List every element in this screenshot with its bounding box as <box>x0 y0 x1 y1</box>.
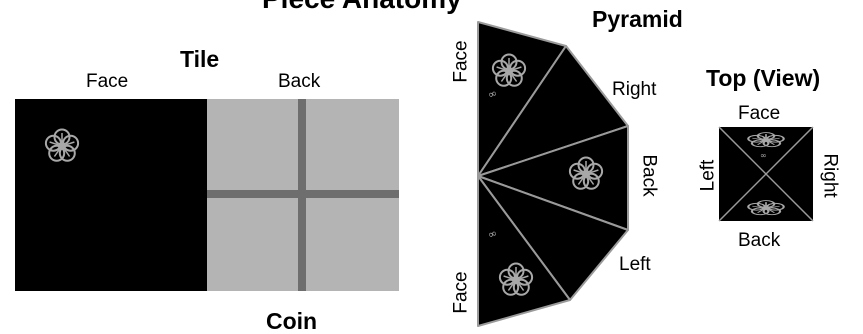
pyramid-title: Pyramid <box>592 6 683 32</box>
infinity-icon: ∞ <box>486 86 499 101</box>
tile-face <box>15 99 207 291</box>
pyramid-face-bottom <box>477 175 571 327</box>
page-title: Piece Anatomy <box>262 0 462 13</box>
top-view-face-label: Face <box>738 103 781 124</box>
pyramid-net <box>477 21 629 327</box>
top-view-title: Top (View) <box>706 65 821 91</box>
infinity-icon: ∞ <box>486 226 499 241</box>
top-view: ∞ <box>718 126 814 222</box>
pyramid-right-label: Right <box>612 79 657 100</box>
tile-title: Tile <box>180 46 220 72</box>
tile-face-label: Face <box>86 71 129 92</box>
pyramid-left-label: Left <box>619 254 651 275</box>
infinity-icon: ∞ <box>760 151 767 160</box>
tile-back-cross-horizontal <box>207 190 399 198</box>
diagram-canvas: ∞ ∞ ∞ <box>15 21 814 327</box>
top-view-back-label: Back <box>738 230 781 251</box>
tile-back-label: Back <box>278 71 321 92</box>
